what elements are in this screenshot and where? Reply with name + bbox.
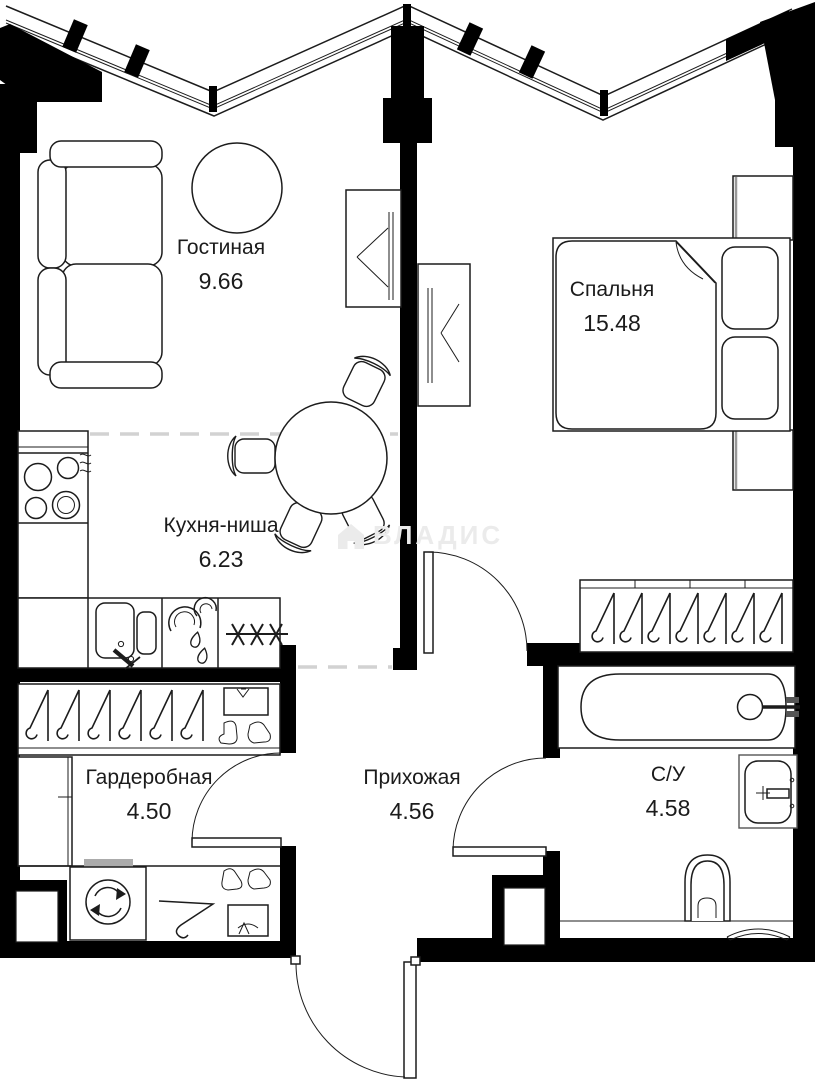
interior-door-wardrobe — [191, 752, 282, 848]
sofa-icon — [37, 140, 163, 389]
bathroom-fixtures — [557, 665, 800, 941]
shirt-box-icon — [223, 687, 269, 716]
tv-unit-bedroom-icon — [417, 263, 471, 407]
coat-stand-icon — [158, 900, 216, 939]
bath-mat-icon — [726, 928, 791, 941]
kitchen-sink-icon — [95, 602, 157, 670]
asterisk-unit-icon — [226, 623, 288, 646]
pillow-icon — [721, 246, 779, 330]
washing-machine-icon — [69, 866, 147, 941]
wardrobe-room-units — [17, 683, 281, 941]
washbasin-icon — [738, 754, 798, 829]
toilet-icon — [684, 854, 731, 922]
bedroom-wardrobe-icon — [579, 579, 794, 653]
duct-shaft-left — [15, 890, 59, 943]
tv-unit-living-icon — [345, 189, 402, 308]
pillow-icon — [721, 336, 779, 420]
detergent-drawer — [84, 859, 133, 867]
doors — [191, 551, 547, 1079]
kitchen-counter — [17, 430, 288, 670]
clothes-icon — [221, 868, 271, 891]
bathtub-icon — [557, 665, 800, 749]
wall-corner-top-left — [0, 24, 102, 102]
duct-shaft-center — [503, 887, 546, 946]
wall-corner-top-right — [760, 2, 815, 100]
interior-door-bathroom — [452, 757, 547, 857]
living-room-furniture — [37, 140, 402, 559]
dish-rack-icon — [168, 597, 217, 665]
entrance-door — [290, 955, 421, 1079]
double-bed-icon — [552, 237, 791, 432]
dining-table-icon — [274, 401, 388, 515]
coffee-table-icon — [191, 142, 283, 234]
stove-icon — [23, 453, 92, 520]
bedroom-furniture — [417, 175, 794, 653]
boots-icon — [218, 720, 271, 745]
dining-set-icon — [227, 350, 395, 559]
nightstand-icon — [732, 175, 794, 491]
interior-door-bedroom — [423, 551, 528, 654]
gift-box-icon — [227, 904, 269, 937]
